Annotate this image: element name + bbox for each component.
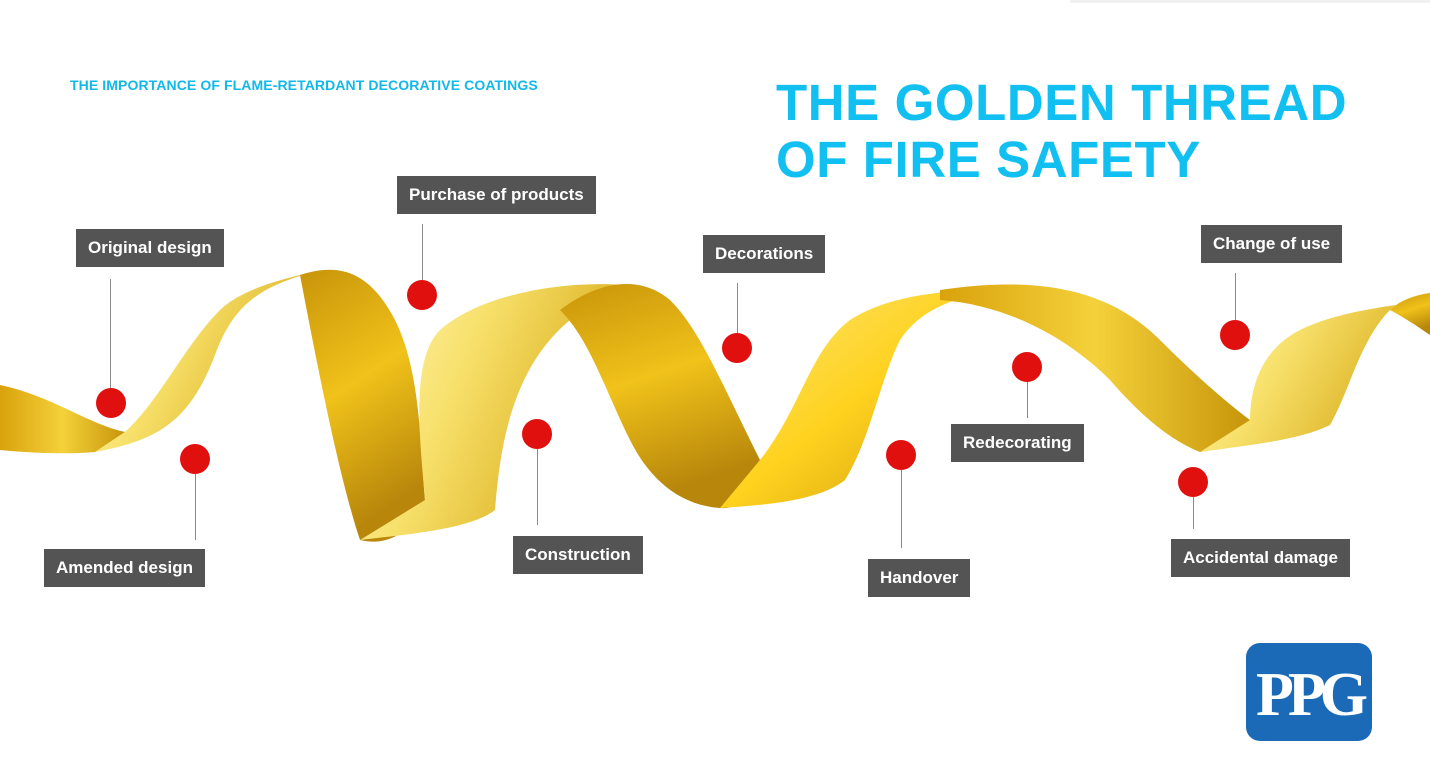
marker-dot [1220,320,1250,350]
stage-label-decorations: Decorations [703,235,826,273]
stage-label-accidental-damage: Accidental damage [1171,539,1350,577]
connector-line [537,449,538,525]
stage-label-original-design: Original design [76,229,224,267]
connector-line [422,224,423,280]
marker-dot [180,444,210,474]
marker-dot [96,388,126,418]
connector-line [901,470,902,548]
ribbon-segment [360,284,625,540]
ribbon-segment [1200,293,1430,452]
stage-label-change-of-use: Change of use [1201,225,1343,263]
ribbon-segment [0,385,125,454]
top-edge-strip [1070,0,1430,3]
title-line-2: OF FIRE SAFETY [776,131,1201,188]
connector-line [737,283,738,333]
stage-label-amended-design: Amended design [44,549,205,587]
ppg-logo-icon: PPG [1256,661,1372,729]
ribbon-segment [560,283,762,509]
marker-dot [407,280,437,310]
ribbon-segment [1390,293,1430,335]
ppg-logo: PPG [1246,643,1372,741]
connector-line [195,474,196,540]
marker-dot [522,419,552,449]
kicker-text: THE IMPORTANCE OF FLAME-RETARDANT DECORA… [70,77,538,93]
connector-line [1027,382,1028,418]
stage-label-purchase-of-products: Purchase of products [397,176,596,214]
ribbon-segment [300,269,425,542]
page-title: THE GOLDEN THREAD OF FIRE SAFETY [776,74,1347,188]
stage-label-handover: Handover [868,559,971,597]
stage-label-redecorating: Redecorating [951,424,1084,462]
connector-line [1193,497,1194,529]
marker-dot [1012,352,1042,382]
logo-text: PPG [1256,661,1367,729]
marker-dot [1178,467,1208,497]
marker-dot [722,333,752,363]
marker-dot [886,440,916,470]
ribbon-segment [940,284,1250,452]
title-line-1: THE GOLDEN THREAD [776,74,1348,131]
connector-line [1235,273,1236,321]
connector-line [110,279,111,389]
stage-label-construction: Construction [513,536,643,574]
ribbon-segment [95,270,320,452]
ribbon-segment [720,290,990,508]
